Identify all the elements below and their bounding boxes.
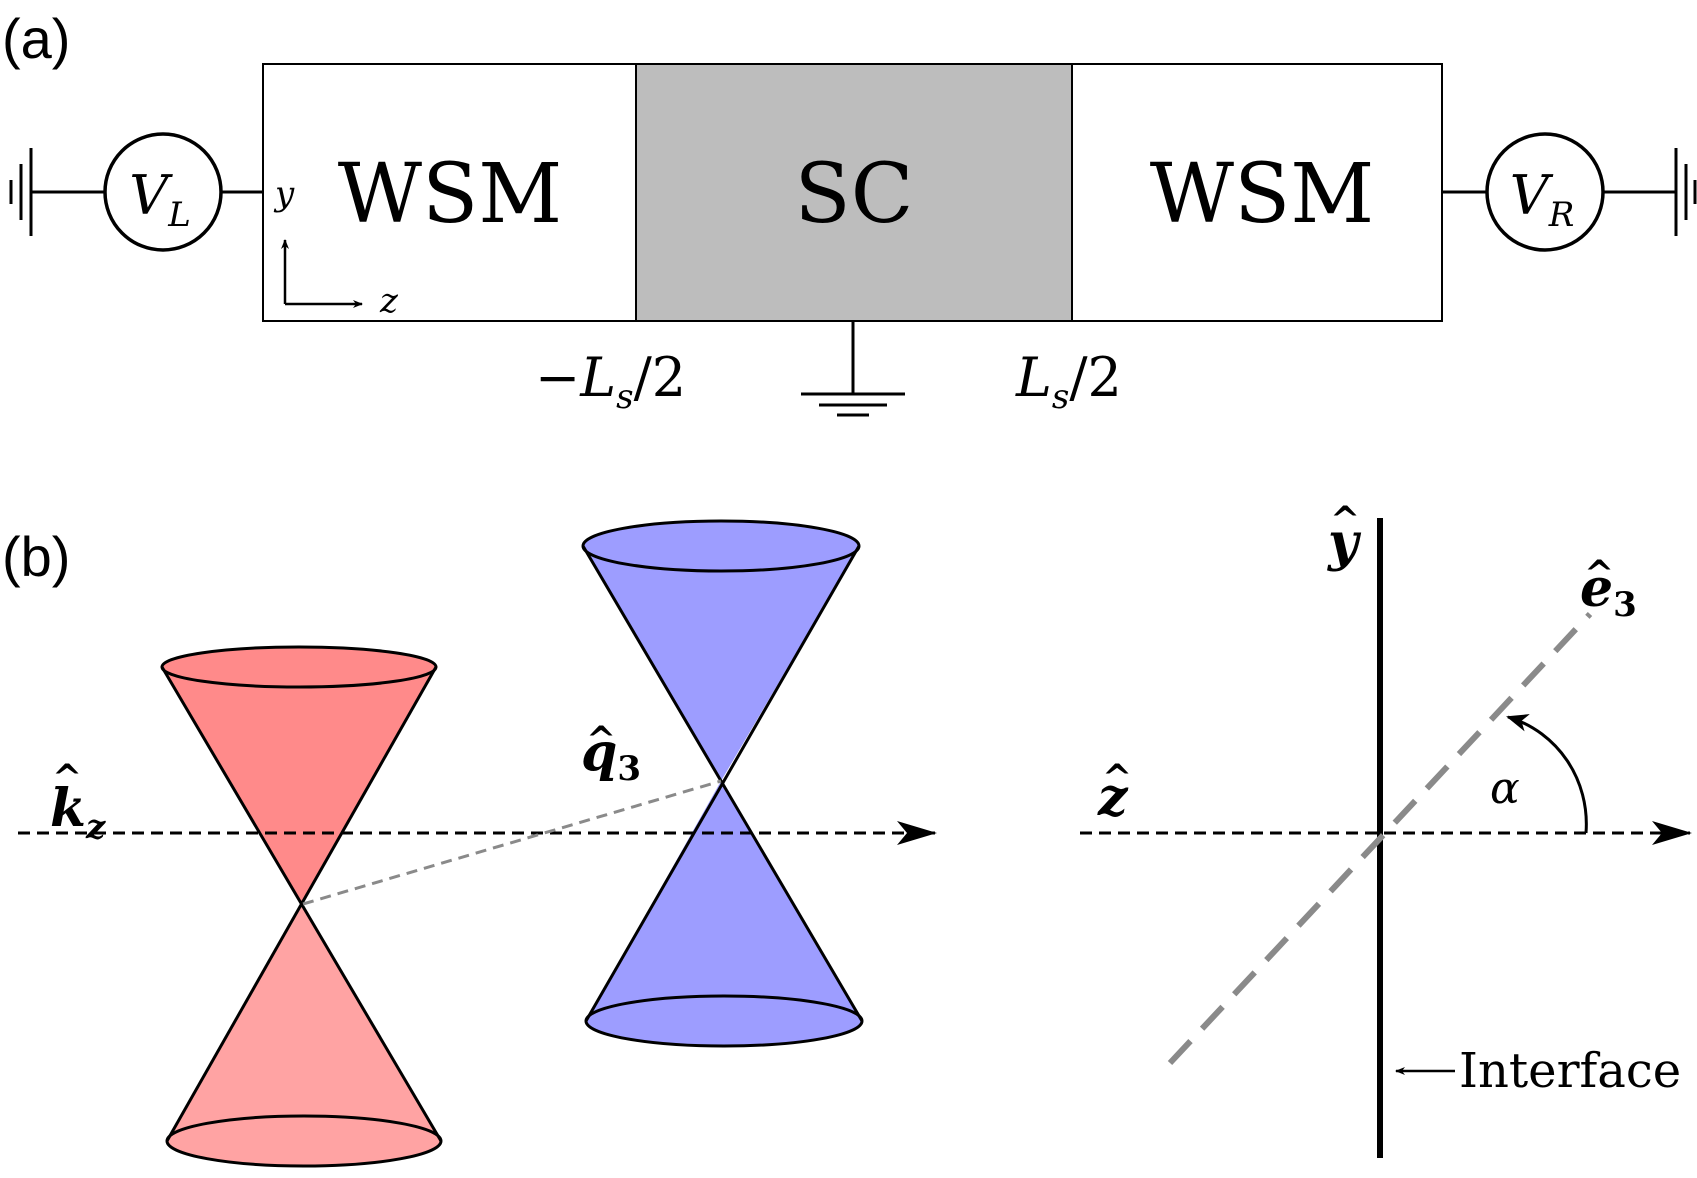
kz-hat: ^ (52, 757, 82, 799)
blue-weyl-cone (581, 519, 864, 1048)
q3-label: q3 (581, 722, 641, 789)
ground-left-icon (9, 148, 33, 236)
panel-a: (a) WSM SC WSM y z VL VR (2, 7, 1697, 417)
voltage-source-right (1485, 132, 1605, 252)
wsm-right-label: WSM (1150, 147, 1374, 242)
z-hat-label: z (1097, 767, 1129, 828)
z-hat-hat: ^ (1102, 757, 1132, 799)
alpha-arc-arrow (1506, 714, 1588, 834)
e3-label: e3 (1580, 558, 1637, 625)
axis-z-label: z (379, 281, 399, 321)
blue-cone-top-rim (581, 519, 861, 573)
panel-b-label: (b) (2, 525, 70, 588)
kz-label: kz (50, 778, 106, 847)
blue-cone-bottom-rim (584, 994, 864, 1048)
panel-a-label: (a) (2, 7, 70, 70)
blue-cone-lower (586, 781, 862, 1046)
boundary-left-label: −Ls/2 (535, 346, 686, 417)
voltage-source-left-label: VL (129, 164, 191, 235)
voltage-source-left (103, 132, 223, 252)
q3-hat: ^ (586, 719, 616, 761)
red-weyl-cone (160, 645, 443, 1168)
sc-region (635, 63, 1073, 322)
alpha-label: α (1490, 763, 1520, 814)
ground-sc-icon (801, 321, 905, 417)
red-cone-lower (167, 904, 441, 1166)
left-source-circuit: VL (9, 132, 263, 252)
axis-y-label: y (273, 174, 295, 214)
boundary-right-label: Ls/2 (1015, 346, 1122, 417)
voltage-source-right-label: VR (1510, 164, 1575, 235)
ground-right-icon (1674, 148, 1697, 236)
q3-connector (302, 779, 722, 906)
panel-b: (b) kz ^ q3 ^ (2, 499, 1692, 1168)
y-hat-label: y (1327, 512, 1362, 573)
red-cone-bottom-rim (165, 1114, 443, 1168)
red-cone-upper (162, 667, 436, 904)
right-source-circuit: VR (1442, 132, 1697, 252)
interface-label: Interface (1459, 1043, 1681, 1099)
sc-label: SC (795, 147, 914, 242)
e3-axis (1167, 611, 1593, 1066)
blue-cone-upper (583, 546, 859, 781)
red-cone-top-rim (160, 645, 438, 689)
wsm-left-label: WSM (338, 147, 562, 242)
e3-hat: ^ (1584, 553, 1614, 595)
y-hat-hat: ^ (1330, 499, 1360, 541)
